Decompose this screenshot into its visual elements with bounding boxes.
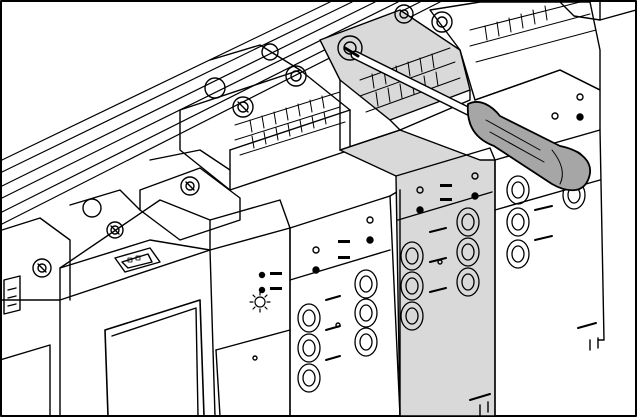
led-indicator	[258, 271, 266, 279]
terminal-block-right	[429, 1, 637, 101]
ethernet-port	[114, 247, 161, 273]
screwdriver	[343, 46, 591, 192]
screw-icon	[232, 96, 254, 118]
screwdriver-handle	[466, 101, 591, 192]
terminal-block-left	[69, 149, 241, 241]
module-io-a	[289, 189, 401, 417]
screw-icon	[32, 258, 52, 278]
terminal-block-center	[179, 43, 351, 191]
brightness-icon	[249, 291, 271, 313]
module-label-text	[270, 272, 282, 275]
module-far-left	[0, 217, 71, 417]
screw-icon	[180, 176, 200, 196]
module-left-panel	[59, 199, 216, 417]
module-center-left	[209, 199, 291, 417]
screw-icon	[106, 221, 124, 239]
module-highlighted	[339, 129, 496, 417]
connector-column-left	[297, 303, 321, 393]
connector-column-right	[354, 269, 378, 357]
screw-icon	[337, 35, 363, 61]
